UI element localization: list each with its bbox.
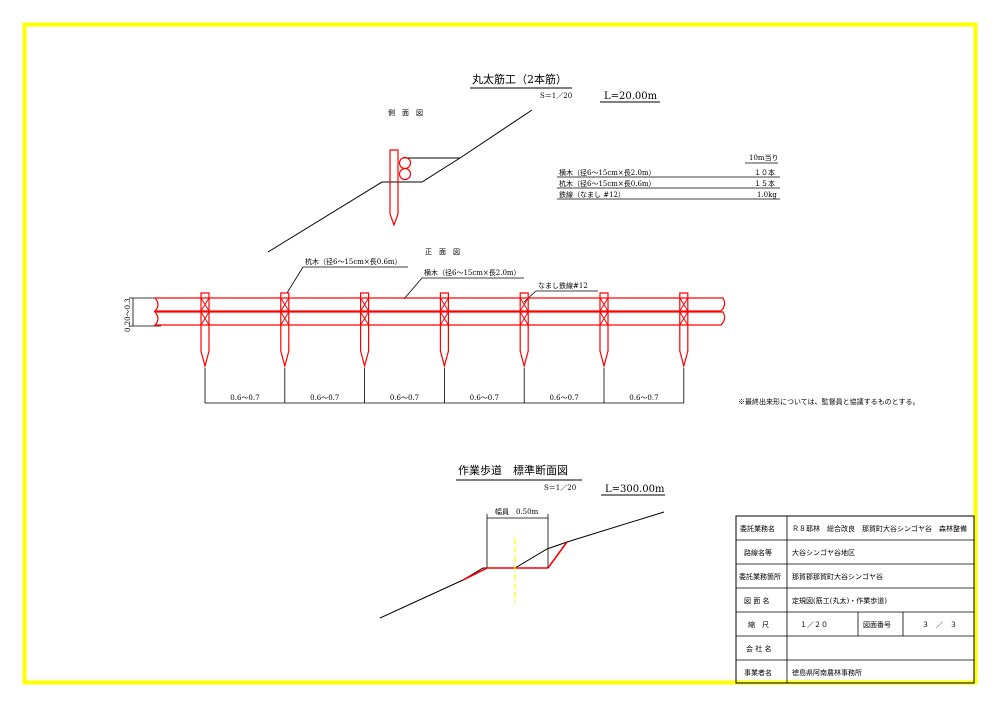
path-width-label: 幅員 0.50m: [495, 507, 539, 516]
stake: [439, 292, 449, 369]
tb-value: 定規図(筋工(丸太)・作業歩道): [792, 596, 887, 605]
tb-value: Ｒ８耶林 総合改良 那賀町大谷シンゴヤ谷 森林整備: [792, 524, 967, 533]
path-section-scale: S＝1／20: [544, 484, 576, 492]
stake: [280, 292, 290, 369]
tb-value: 大谷シンゴヤ谷地区: [792, 548, 855, 557]
wire-label: なまし鉄線#12: [538, 281, 588, 290]
front-view-label: 正 面 図: [425, 248, 460, 256]
tb-label: 委託業務名: [740, 524, 775, 533]
path-section-title: 作業歩道 標準断面図: [458, 463, 568, 477]
tb-value: １／２０: [800, 621, 828, 629]
spacing-dimensions: 0.6～0.7 0.6～0.7 0.6～0.7 0.6～0.7 0.6～0.7 0.6～0…: [204, 368, 685, 404]
side-view-slope: [267, 109, 533, 253]
stakes-group: [200, 292, 689, 369]
crossbar-logs: [153, 297, 726, 326]
material-row-qty: 1.0kg: [757, 191, 777, 199]
stake: [200, 292, 210, 369]
material-row-qty: １０本: [754, 168, 775, 177]
spacing-label: 0.6～0.7: [629, 394, 658, 402]
path-section-length: L=300.00m: [605, 484, 665, 495]
stake: [360, 292, 370, 369]
material-row-qty: １５本: [754, 179, 775, 188]
materials-table: 10m当り 横木（径6～15cm×長2.0m） １０本 杭木（径6～15cm×長…: [557, 153, 780, 200]
material-row-name: 杭木（径6～15cm×長0.6m）: [559, 179, 656, 188]
spacing-label: 0.6～0.7: [390, 394, 419, 402]
tb-value: 徳島県阿南農林事務所: [792, 668, 862, 677]
tb-sub-value: ３ ／ ３: [922, 621, 957, 629]
material-row-name: 横木（径6～15cm×長2.0m）: [559, 168, 656, 177]
tb-label: 会 社 名: [746, 644, 771, 653]
side-view-stake: [389, 149, 412, 227]
spacing-label: 0.6～0.7: [549, 394, 578, 402]
spacing-label: 0.6～0.7: [470, 394, 499, 402]
tb-label: 縮 尺: [748, 620, 769, 629]
path-cross-section: 幅員 0.50m: [379, 507, 665, 619]
stake: [679, 292, 689, 369]
crossbar-label: 横木（径6～15cm×長2.0m）: [424, 268, 521, 277]
tb-value: 那賀郡那賀町大谷シンゴヤ谷: [792, 572, 883, 581]
log-terrace-title: 丸太筋工（2本筋）: [472, 72, 567, 86]
sheet-border: [22, 22, 978, 685]
height-dimension-text: 0.20～0.3: [124, 298, 132, 332]
materials-header: 10m当り: [749, 153, 779, 162]
log-terrace-length: L=20.00m: [604, 91, 658, 102]
tb-label: 委託業務箇所: [739, 572, 781, 581]
title-block: 委託業務名 Ｒ８耶林 総合改良 那賀町大谷シンゴヤ谷 森林整備 路線名等 大谷シ…: [735, 515, 975, 684]
tb-label: 路線名等: [744, 548, 772, 557]
tb-label: 事業者名: [744, 668, 772, 677]
stake-label: 杭木（径6～15cm×長0.6m）: [305, 257, 402, 266]
log-terrace-scale: S＝1／20: [540, 92, 572, 100]
spacing-label: 0.6～0.7: [310, 394, 339, 402]
stake: [599, 292, 609, 369]
tb-label: 図 面 名: [744, 596, 769, 605]
path-width-dimension: [486, 514, 549, 568]
tb-sub-label: 図面番号: [863, 621, 891, 629]
spacing-label: 0.6～0.7: [230, 394, 259, 402]
side-view-label: 側 面 図: [388, 108, 423, 117]
stake: [519, 292, 529, 369]
material-row-name: 鉄線（なまし #12）: [559, 190, 625, 199]
note-text: ※最終出来形については、監督員と協議するものとする。: [738, 397, 919, 406]
